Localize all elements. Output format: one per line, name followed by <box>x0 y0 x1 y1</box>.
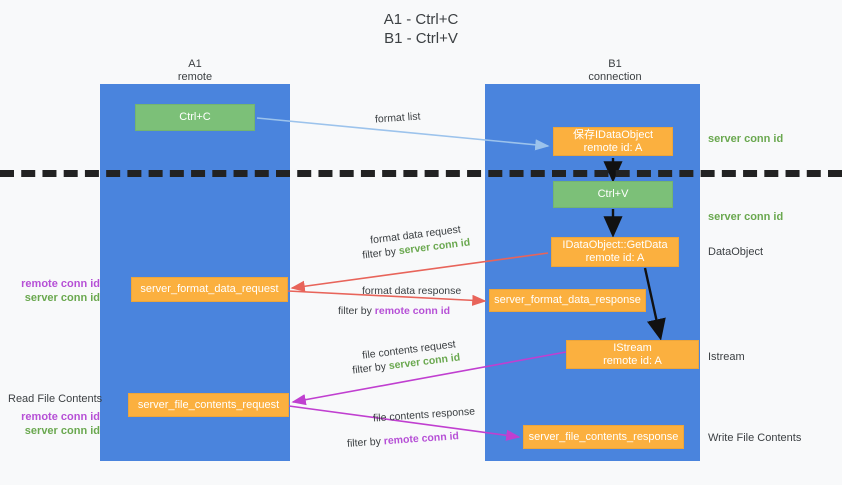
label-server-conn-id-mid: server conn id <box>708 211 784 223</box>
box-istream-line1: IStream <box>613 341 652 354</box>
box-server-format-data-request-label: server_format_data_request <box>140 283 279 295</box>
label-server-conn-id-top: server conn id <box>708 133 784 145</box>
label-remote-conn-id-1: remote conn id <box>21 278 100 290</box>
box-server-format-data-response-label: server_format_data_response <box>494 294 641 306</box>
lane-header-a1-name: A1 <box>188 58 202 70</box>
arrow-label-file-contents-response-filter: filter by remote conn id <box>347 430 460 451</box>
box-ctrl-c[interactable]: Ctrl+C <box>135 104 255 131</box>
box-server-file-contents-request-label: server_file_contents_request <box>137 398 280 411</box>
arrow-label-format-data-response: format data response <box>362 285 462 297</box>
box-save-idataobject-line1: 保存IDataObject <box>572 128 654 141</box>
box-save-idataobject-line2: remote id: A <box>583 141 643 154</box>
box-server-file-contents-request[interactable]: server_file_contents_request <box>128 393 289 417</box>
filter-prefix: filter by <box>361 245 400 262</box>
filter-prefix: filter by <box>338 305 375 317</box>
label-istream: Istream <box>708 351 745 363</box>
divider-dashed-line <box>0 170 842 177</box>
label-remote-conn-id-2: remote conn id <box>21 411 100 423</box>
box-ctrl-v-label: Ctrl+V <box>597 188 629 200</box>
label-write-file-contents: Write File Contents <box>708 432 802 444</box>
filter-prefix: filter by <box>351 360 390 377</box>
filter-prefix: filter by <box>346 435 385 450</box>
lane-header-b1-role: connection <box>588 71 642 83</box>
filter-value-remote-conn-id: remote conn id <box>374 305 451 317</box>
lane-header-a1: A1 remote <box>120 58 270 84</box>
label-conn-ids-format: remote conn id server conn id <box>10 277 100 305</box>
label-server-conn-id-1: server conn id <box>24 292 100 304</box>
label-dataobject: DataObject <box>708 246 764 258</box>
box-ctrl-c-label: Ctrl+C <box>179 111 211 123</box>
box-idataobject-getdata-line2: remote id: A <box>585 252 645 264</box>
box-idataobject-getdata-line1: IDataObject::GetData <box>562 239 668 251</box>
box-server-format-data-response[interactable]: server_format_data_response <box>489 289 646 312</box>
arrow-label-file-contents-response: file contents response <box>372 405 476 425</box>
filter-value-remote-conn-id: remote conn id <box>383 430 460 448</box>
title-line-2: B1 - Ctrl+V <box>384 30 458 47</box>
arrow-label-format-data-response-filter: filter by remote conn id <box>338 305 450 318</box>
page-title: A1 - Ctrl+C B1 - Ctrl+V <box>0 10 842 48</box>
box-server-format-data-request[interactable]: server_format_data_request <box>131 277 288 302</box>
lane-header-b1-name: B1 <box>608 58 622 70</box>
box-server-file-contents-response[interactable]: server_file_contents_response <box>523 425 684 449</box>
box-server-file-contents-response-label: server_file_contents_response <box>528 430 679 443</box>
lane-header-b1: B1 connection <box>540 58 690 84</box>
lane-header-a1-role: remote <box>177 71 213 83</box>
label-server-conn-id-2: server conn id <box>24 425 100 437</box>
box-istream[interactable]: IStream remote id: A <box>566 340 699 369</box>
label-read-file-contents: Read File Contents <box>8 393 103 405</box>
title-line-1: A1 - Ctrl+C <box>383 11 459 28</box>
box-idataobject-getdata[interactable]: IDataObject::GetData remote id: A <box>551 237 679 267</box>
box-ctrl-v[interactable]: Ctrl+V <box>553 181 673 208</box>
box-istream-line2: remote id: A <box>603 354 662 367</box>
arrow-label-format-list: format list <box>374 110 421 126</box>
box-save-idataobject[interactable]: 保存IDataObject remote id: A <box>553 127 673 156</box>
label-conn-ids-file: remote conn id server conn id <box>10 410 100 438</box>
